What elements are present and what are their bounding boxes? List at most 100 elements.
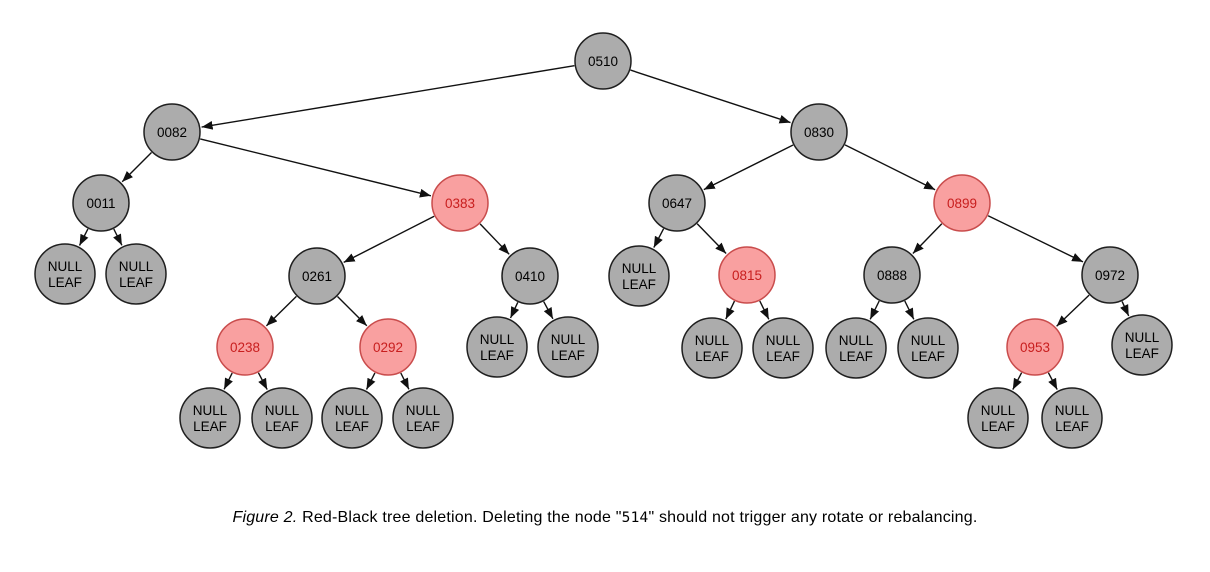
tree-node-0888: 0888 <box>863 246 921 304</box>
node-circle <box>321 387 383 449</box>
node-circle <box>1041 387 1103 449</box>
node-circle <box>1081 246 1139 304</box>
caption-code: 514 <box>621 510 649 526</box>
tree-edge <box>725 300 736 320</box>
tree-edge <box>912 223 943 254</box>
node-circle <box>501 247 559 305</box>
tree-edge <box>337 296 368 327</box>
tree-edge <box>1047 372 1058 390</box>
caption-text-1: Red-Black tree deletion. Deleting the no… <box>297 509 622 526</box>
figure-caption: Figure 2. Red-Black tree deletion. Delet… <box>0 509 1210 527</box>
node-circle <box>34 243 96 305</box>
node-label: 0261 <box>302 269 332 284</box>
node-circle <box>825 317 887 379</box>
node-circle <box>392 387 454 449</box>
node-circle <box>431 174 489 232</box>
tree-edge <box>1012 372 1023 390</box>
tree-edge <box>653 228 665 248</box>
node-label: 0410 <box>515 269 545 284</box>
tree-edge <box>400 372 410 390</box>
tree-node-0830: 0830 <box>790 103 848 161</box>
tree-node-0238: 0238 <box>216 318 274 376</box>
node-circle <box>251 387 313 449</box>
tree-edge <box>543 301 554 320</box>
node-circle <box>216 318 274 376</box>
node-circle <box>143 103 201 161</box>
tree-edge <box>121 152 152 183</box>
node-label: 0238 <box>230 340 260 355</box>
node-circle <box>967 387 1029 449</box>
tree-edge <box>987 215 1084 263</box>
tree-edge <box>200 138 432 198</box>
node-circle <box>790 103 848 161</box>
tree-edge <box>869 300 880 320</box>
tree-edge <box>1056 294 1090 327</box>
node-label: 0899 <box>947 196 977 211</box>
node-label: 0510 <box>588 54 618 69</box>
tree-node-0383: 0383 <box>431 174 489 232</box>
node-circle <box>608 245 670 307</box>
node-label: 0815 <box>732 268 762 283</box>
node-label: 0082 <box>157 125 187 140</box>
caption-text-2: " should not trigger any rotate or rebal… <box>648 509 978 526</box>
tree-edge <box>201 65 575 130</box>
tree-edge <box>509 302 520 319</box>
figure-label: Figure 2. <box>232 509 298 526</box>
node-circle <box>718 246 776 304</box>
tree-edge <box>904 300 915 320</box>
node-circle <box>681 317 743 379</box>
tree-edge <box>630 69 791 124</box>
tree-edge <box>844 144 936 191</box>
tree-edge <box>1120 301 1130 317</box>
tree-edge <box>223 372 233 390</box>
tree-node-0899: 0899 <box>933 174 991 232</box>
node-label: 0953 <box>1020 340 1050 355</box>
tree-edge <box>696 223 727 254</box>
node-circle <box>179 387 241 449</box>
tree-node-0510: 0510 <box>574 32 632 90</box>
tree-edge <box>759 300 770 320</box>
tree-edge <box>265 295 297 327</box>
node-label: 0011 <box>86 196 115 211</box>
tree-edge <box>113 228 123 246</box>
node-circle <box>537 316 599 378</box>
node-label: 0888 <box>877 268 907 283</box>
node-circle <box>288 247 346 305</box>
tree-node-0953: 0953 <box>1006 318 1064 376</box>
tree-node-0082: 0082 <box>143 103 201 161</box>
tree-node-0261: 0261 <box>288 247 346 305</box>
tree-edge <box>365 372 376 390</box>
node-label: 0972 <box>1095 268 1125 283</box>
node-circle <box>897 317 959 379</box>
node-circle <box>1006 318 1064 376</box>
node-circle <box>359 318 417 376</box>
tree-node-0647: 0647 <box>648 174 706 232</box>
node-label: 0292 <box>373 340 403 355</box>
tree-node-0815: 0815 <box>718 246 776 304</box>
node-circle <box>752 317 814 379</box>
tree-node-0972: 0972 <box>1081 246 1139 304</box>
